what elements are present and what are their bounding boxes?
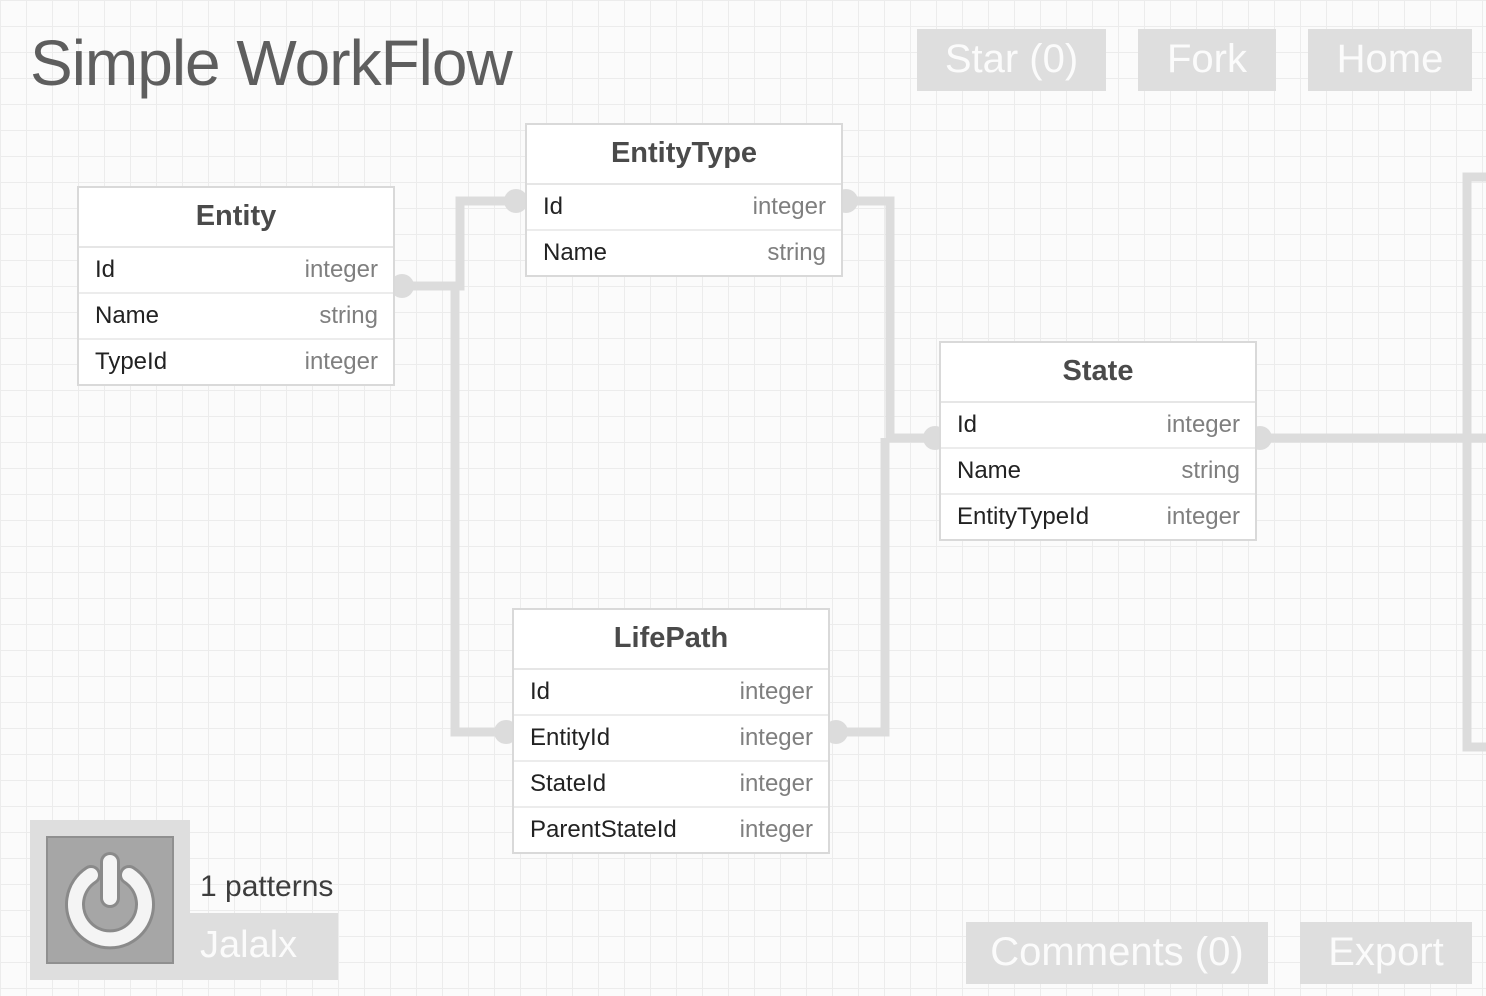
field-name: Id bbox=[530, 678, 551, 705]
connector-node bbox=[390, 274, 414, 298]
table-entity-type[interactable]: EntityType Id integer Name string bbox=[525, 123, 843, 277]
table-entity-type-title: EntityType bbox=[527, 125, 841, 185]
field-type: integer bbox=[739, 770, 813, 797]
author-profile[interactable] bbox=[30, 820, 190, 980]
field-type: integer bbox=[739, 678, 813, 705]
field-type: integer bbox=[304, 256, 378, 283]
field-type: integer bbox=[1166, 503, 1240, 530]
table-row[interactable]: TypeId integer bbox=[79, 340, 393, 384]
table-state-title: State bbox=[941, 343, 1255, 403]
field-name: Name bbox=[95, 302, 160, 329]
fork-button[interactable]: Fork bbox=[1138, 29, 1276, 91]
table-row[interactable]: Name string bbox=[941, 449, 1255, 495]
connector-entity-entitytype bbox=[400, 196, 515, 291]
table-row[interactable]: Id integer bbox=[941, 403, 1255, 449]
field-name: EntityTypeId bbox=[957, 503, 1090, 530]
table-row[interactable]: EntityTypeId integer bbox=[941, 495, 1255, 539]
field-name: Id bbox=[543, 193, 564, 220]
table-row[interactable]: Id integer bbox=[527, 185, 841, 231]
field-name: ParentStateId bbox=[530, 816, 677, 843]
table-row[interactable]: Id integer bbox=[514, 670, 828, 716]
table-entity[interactable]: Entity Id integer Name string TypeId int… bbox=[77, 186, 395, 386]
export-button[interactable]: Export bbox=[1300, 922, 1472, 984]
connector-node bbox=[504, 189, 528, 213]
field-name: Name bbox=[957, 457, 1022, 484]
field-type: integer bbox=[739, 816, 813, 843]
field-type: integer bbox=[752, 193, 826, 220]
field-type: integer bbox=[1166, 411, 1240, 438]
table-row[interactable]: Id integer bbox=[79, 248, 393, 294]
field-type: integer bbox=[739, 724, 813, 751]
table-row[interactable]: ParentStateId integer bbox=[514, 808, 828, 852]
connector-node bbox=[824, 720, 848, 744]
field-name: StateId bbox=[530, 770, 607, 797]
connector-entity-lifepath bbox=[450, 286, 505, 737]
field-type: string bbox=[319, 302, 378, 329]
author-username-link[interactable]: Jalalx bbox=[190, 913, 338, 980]
star-button[interactable]: Star (0) bbox=[917, 29, 1106, 91]
connector-offscreen-bracket bbox=[1462, 172, 1486, 752]
field-name: EntityId bbox=[530, 724, 611, 751]
field-type: integer bbox=[304, 348, 378, 375]
comments-button[interactable]: Comments (0) bbox=[966, 922, 1268, 984]
field-name: Id bbox=[957, 411, 978, 438]
table-life-path[interactable]: LifePath Id integer EntityId integer Sta… bbox=[512, 608, 830, 854]
connector-lifepath-state bbox=[838, 438, 890, 737]
home-button[interactable]: Home bbox=[1308, 29, 1472, 91]
table-row[interactable]: Name string bbox=[79, 294, 393, 340]
field-type: string bbox=[1181, 457, 1240, 484]
field-name: Id bbox=[95, 256, 116, 283]
table-state[interactable]: State Id integer Name string EntityTypeI… bbox=[939, 341, 1257, 541]
connector-entitytype-state bbox=[847, 196, 932, 443]
page-title: Simple WorkFlow bbox=[30, 27, 513, 99]
table-row[interactable]: Name string bbox=[527, 231, 841, 275]
table-life-path-title: LifePath bbox=[514, 610, 828, 670]
field-name: TypeId bbox=[95, 348, 168, 375]
table-row[interactable]: EntityId integer bbox=[514, 716, 828, 762]
power-icon bbox=[65, 852, 155, 950]
field-type: string bbox=[767, 239, 826, 266]
field-name: Name bbox=[543, 239, 608, 266]
avatar[interactable] bbox=[46, 836, 174, 964]
patterns-count: 1 patterns bbox=[200, 870, 334, 903]
table-entity-title: Entity bbox=[79, 188, 393, 248]
table-row[interactable]: StateId integer bbox=[514, 762, 828, 808]
